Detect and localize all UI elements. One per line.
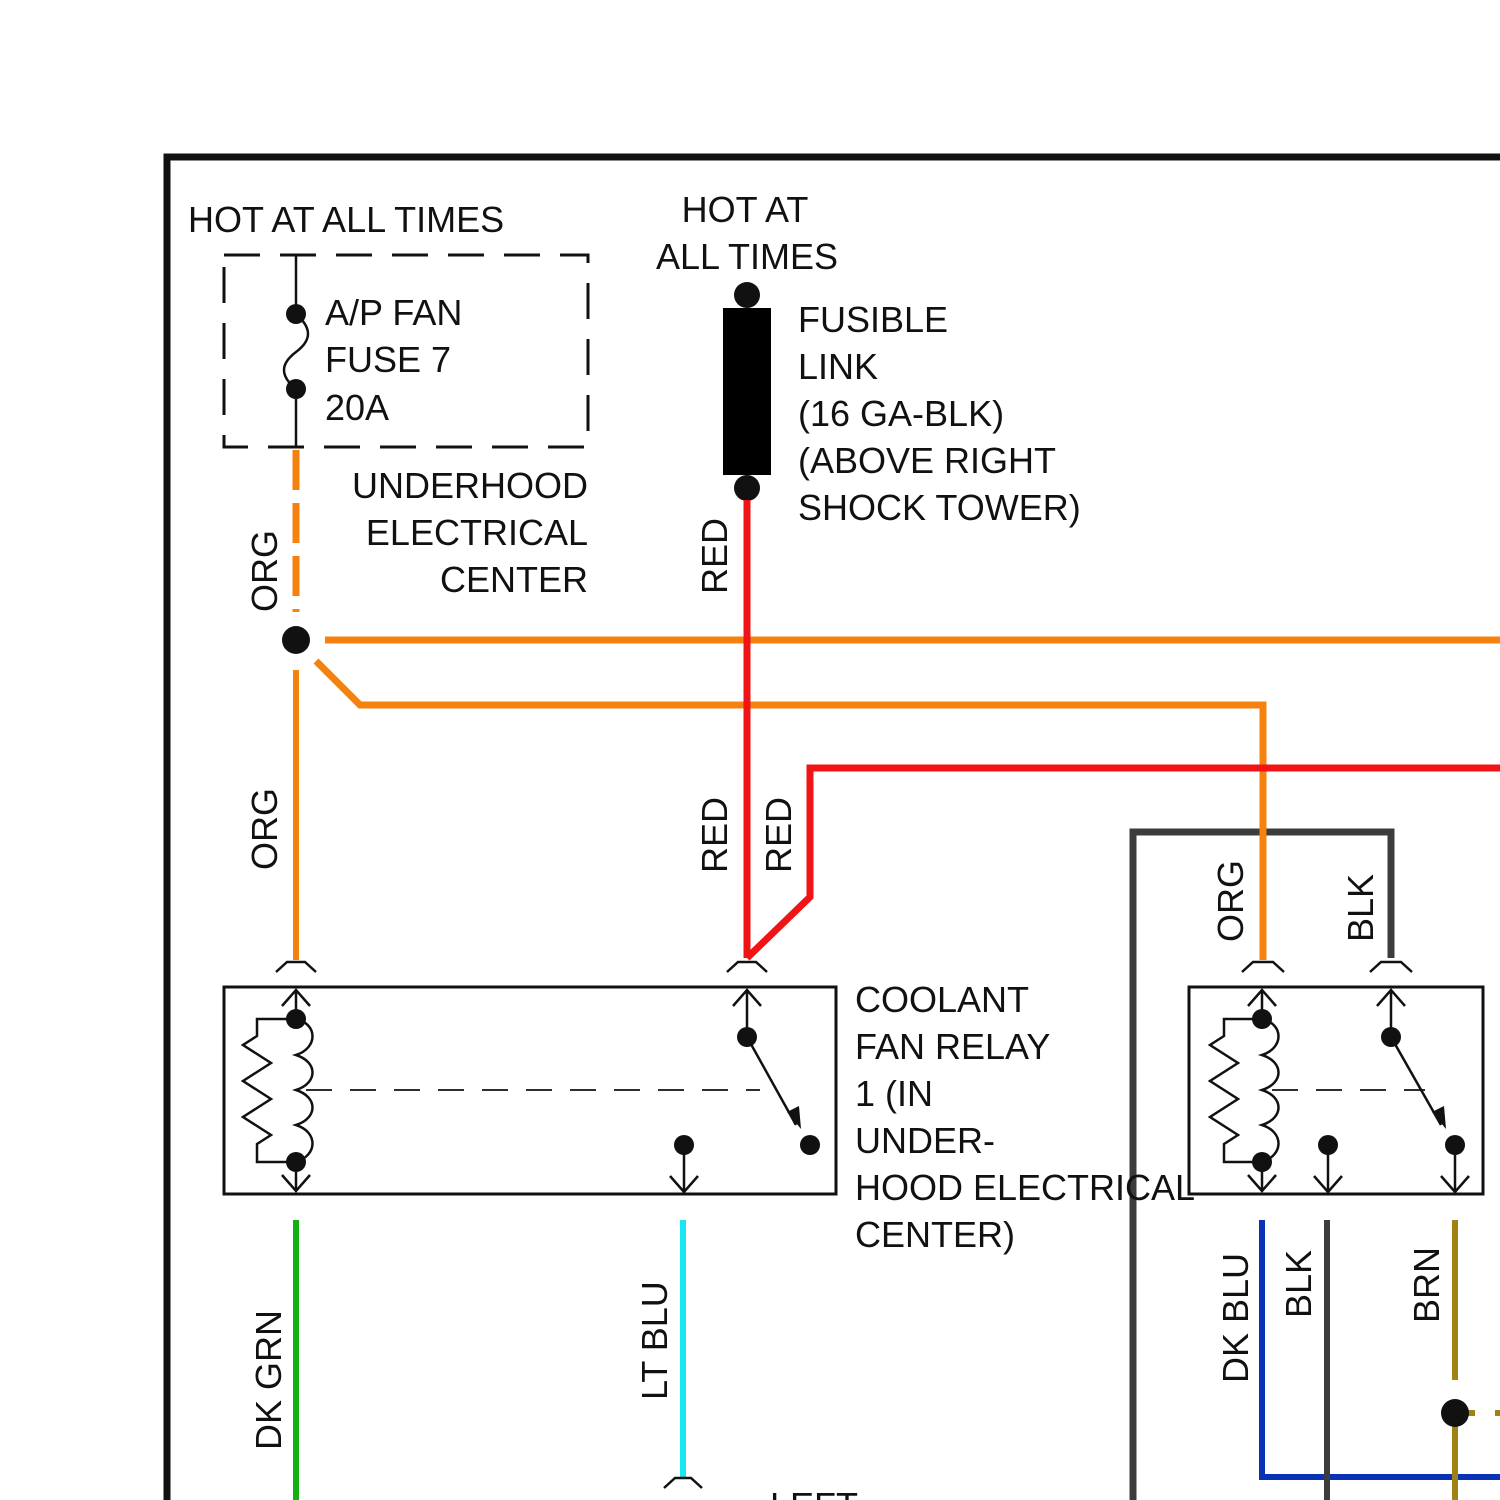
switch-icon — [670, 990, 820, 1192]
wire-red-branch — [747, 768, 1500, 958]
fuse-icon — [284, 255, 308, 447]
connector-icon — [664, 1478, 702, 1488]
all-times-label: ALL TIMES — [656, 236, 838, 277]
wire-label-lt-blu: LT BLU — [634, 1281, 675, 1400]
relay-1-label-1: COOLANT — [855, 979, 1029, 1020]
relay-1-label-5: HOOD ELECTRICAL — [855, 1167, 1195, 1208]
wire-label-red-lower-right: RED — [758, 797, 799, 873]
brn-splice-dot — [1441, 1399, 1469, 1427]
connector-icon — [727, 962, 767, 972]
connector-icon — [276, 962, 316, 972]
relay-1-label-2: FAN RELAY — [855, 1026, 1050, 1067]
wire-label-red-upper: RED — [694, 518, 735, 594]
fusible-link-label-3: (16 GA-BLK) — [798, 393, 1004, 434]
fusible-link-icon — [723, 308, 771, 475]
underhood-center-label-1: UNDERHOOD — [352, 465, 588, 506]
hot-at-all-times-label: HOT AT ALL TIMES — [188, 199, 504, 240]
wire-label-dk-blu: DK BLU — [1215, 1253, 1256, 1383]
wire-label-blk-relay2: BLK — [1340, 874, 1381, 942]
fusible-link-label-5: SHOCK TOWER) — [798, 487, 1081, 528]
fuse-name-label: A/P FAN — [325, 292, 462, 333]
wire-label-org-relay2: ORG — [1210, 860, 1251, 942]
underhood-center-label-3: CENTER — [440, 559, 588, 600]
connector-icon — [1242, 962, 1284, 972]
fusible-link: HOT AT ALL TIMES FUSIBLE LINK (16 GA-BLK… — [656, 189, 1081, 528]
relay-1-label-3: 1 (IN — [855, 1073, 933, 1114]
relay-1-label-6: CENTER) — [855, 1214, 1015, 1255]
fusible-link-label-4: (ABOVE RIGHT — [798, 440, 1056, 481]
relay-2 — [1189, 962, 1483, 1194]
wire-label-blk-lower: BLK — [1278, 1250, 1319, 1318]
wire-label-org-lower: ORG — [244, 788, 285, 870]
connector-icon — [1370, 962, 1412, 972]
coil-icon — [243, 990, 313, 1191]
coolant-fan-relay-1: COOLANT FAN RELAY 1 (IN UNDER- HOOD ELEC… — [224, 962, 1195, 1255]
wire-label-red-lower-left: RED — [694, 797, 735, 873]
wire-label-org-upper: ORG — [244, 530, 285, 612]
fusible-link-label-2: LINK — [798, 346, 878, 387]
fuse-rating-label: 20A — [325, 387, 389, 428]
underhood-fuse-block: HOT AT ALL TIMES A/P FAN FUSE 7 20A — [188, 199, 588, 447]
fuse-number-label: FUSE 7 — [325, 339, 451, 380]
org-splice-dot — [282, 626, 310, 654]
relay-1-label-4: UNDER- — [855, 1120, 995, 1161]
switch-icon — [1314, 990, 1469, 1192]
coil-icon — [1210, 990, 1279, 1191]
bottom-partial-label: LEFT — [770, 1485, 858, 1500]
fusible-link-label-1: FUSIBLE — [798, 299, 948, 340]
hot-at-label: HOT AT — [682, 189, 809, 230]
underhood-center-label-2: ELECTRICAL — [366, 512, 588, 553]
wire-label-brn: BRN — [1406, 1247, 1447, 1323]
wire-label-dk-grn: DK GRN — [248, 1310, 289, 1450]
